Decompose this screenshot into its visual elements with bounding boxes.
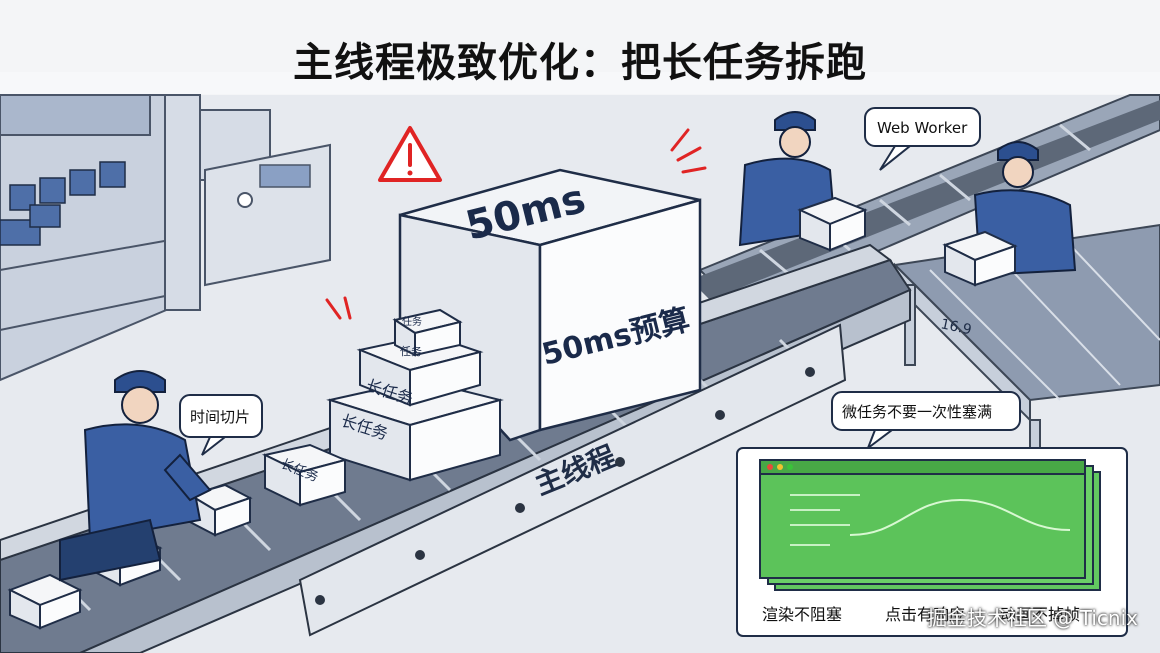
bubble-web-worker: Web Worker [864, 107, 981, 171]
bubble-time-slice-text: 时间切片 [190, 408, 250, 426]
small-box-stack: 长任务 长任务 任务 任务 长任务 [261, 308, 504, 507]
panel-label-animation: 动画不掉帧 [1000, 605, 1080, 624]
bubble-web-worker-text: Web Worker [877, 119, 968, 137]
bubble-time-slice: 时间切片 [179, 394, 263, 456]
panel-label-render: 渲染不阻塞 [762, 605, 842, 624]
small-box-label-d: 任务 [400, 345, 422, 358]
left-machine [0, 94, 331, 382]
worker-right [942, 141, 1077, 287]
worker-back-center [738, 111, 868, 252]
warning-icon [378, 126, 442, 182]
worker-front [59, 370, 212, 582]
bubble-micro-task-text: 微任务不要一次性塞满 [842, 403, 992, 421]
small-box-label-e: 任务 [402, 315, 422, 328]
top-strip [0, 72, 1160, 94]
big-task-box: 50ms 50ms预算 [398, 168, 702, 442]
bubble-micro-task: 微任务不要一次性塞满 [831, 391, 1021, 451]
page-title: 主线程极致优化：把长任务拆跑 [293, 40, 867, 86]
belt-code: 16.9 [939, 316, 973, 338]
alert-marks [325, 128, 707, 320]
panel-label-respond: 点击有响应 [885, 605, 965, 624]
result-panel: 渲染不阻塞 点击有响应 动画不掉帧 [736, 447, 1128, 637]
watermark: 掘金技术社区 @ Ticnix [927, 606, 1138, 630]
